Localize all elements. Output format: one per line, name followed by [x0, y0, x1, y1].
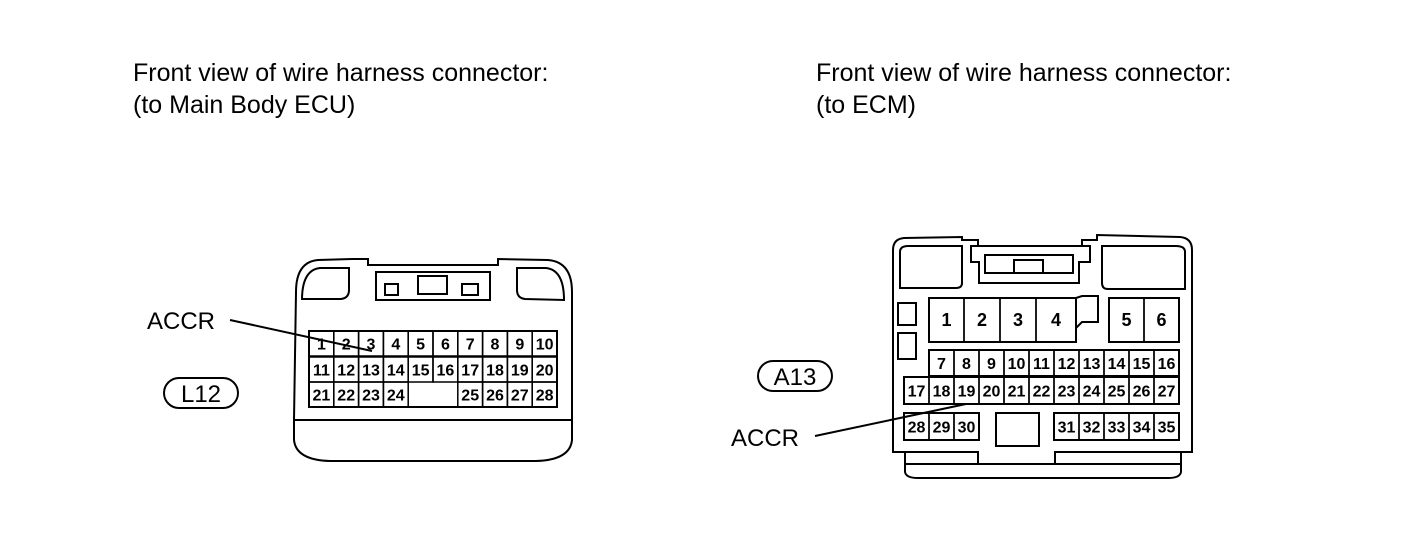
- left-pin-label: 4: [391, 337, 400, 354]
- left-pin-cell: [531, 381, 558, 408]
- right-pin-label: 8: [962, 356, 971, 373]
- left-pin-label: 27: [511, 388, 529, 405]
- left-pin-cell: [382, 381, 409, 408]
- right-pin-cell: [1153, 349, 1180, 377]
- left-title: Front view of wire harness connector: (t…: [133, 57, 548, 121]
- left-pin-label: 24: [387, 388, 405, 405]
- left-pin-label: 16: [437, 363, 455, 380]
- right-pin-cell: [1035, 297, 1077, 343]
- right-pin-label: 24: [1083, 384, 1101, 401]
- left-pin-label: 13: [362, 363, 380, 380]
- left-pin-label: 20: [536, 363, 554, 380]
- left-pin-label: 1: [317, 337, 326, 354]
- right-wire-leader: [814, 403, 967, 437]
- left-pin-label: 15: [412, 363, 430, 380]
- left-pin-label: 23: [362, 388, 380, 405]
- left-pin-label: 11: [313, 363, 330, 380]
- right-pin-label: 1: [941, 310, 951, 330]
- right-pin-label: 27: [1158, 384, 1176, 401]
- right-pin-cell: [1153, 376, 1180, 405]
- right-pin-label: 33: [1108, 420, 1126, 437]
- right-pin-label: 16: [1158, 356, 1176, 373]
- left-pin-label: 8: [491, 337, 500, 354]
- left-pin-label: 28: [536, 388, 554, 405]
- left-pin-label: 17: [461, 363, 479, 380]
- right-pin-label: 30: [958, 420, 976, 437]
- right-title-line2: (to ECM): [816, 91, 916, 119]
- right-pin-cell: [1143, 297, 1180, 343]
- left-pin-label: 22: [337, 388, 355, 405]
- right-pin-label: 10: [1008, 356, 1026, 373]
- left-pin-label: 5: [416, 337, 425, 354]
- right-pin-label: 18: [933, 384, 951, 401]
- left-pin-label: 26: [486, 388, 504, 405]
- right-pin-label: 2: [977, 310, 987, 330]
- right-pin-cell: [1153, 412, 1180, 441]
- left-pin-label: 10: [536, 337, 554, 354]
- left-code-text: L12: [181, 381, 221, 408]
- right-pin-label: 9: [987, 356, 996, 373]
- right-pin-label: 22: [1033, 384, 1051, 401]
- right-pin-label: 31: [1058, 420, 1076, 437]
- right-code-badge: [757, 360, 833, 392]
- right-title-line1: Front view of wire harness connector:: [816, 59, 1232, 87]
- right-pin-label: 34: [1133, 420, 1151, 437]
- left-pin-label: 19: [511, 363, 529, 380]
- left-pin-label: 6: [441, 337, 450, 354]
- right-title: Front view of wire harness connector: (t…: [816, 57, 1231, 121]
- left-code-badge: [163, 377, 239, 409]
- right-pin-label: 14: [1108, 356, 1126, 373]
- right-pin-label: 35: [1158, 420, 1176, 437]
- left-pin-grid: 1234567891011121314151617181920212223242…: [308, 330, 558, 408]
- left-pin-label: 3: [367, 337, 376, 354]
- left-pin-cell: [531, 330, 558, 357]
- right-pin-label: 29: [933, 420, 951, 437]
- right-pin-label: 13: [1083, 356, 1101, 373]
- right-pin-label: 28: [908, 420, 926, 437]
- left-pin-label: 7: [466, 337, 475, 354]
- left-pin-label: 12: [337, 363, 355, 380]
- right-pin-label: 17: [908, 384, 926, 401]
- right-wire-label: ACCR: [731, 425, 799, 452]
- left-pin-label: 25: [461, 388, 479, 405]
- left-wire-label: ACCR: [147, 308, 215, 335]
- right-pin-label: 25: [1108, 384, 1126, 401]
- right-pin-label: 15: [1133, 356, 1151, 373]
- right-pin-label: 12: [1058, 356, 1076, 373]
- right-pin-label: 23: [1058, 384, 1076, 401]
- left-title-line2: (to Main Body ECU): [133, 91, 356, 119]
- right-code-text: A13: [774, 364, 817, 391]
- right-pin-label: 6: [1156, 310, 1166, 330]
- left-title-line1: Front view of wire harness connector:: [133, 59, 549, 87]
- right-pin-label: 11: [1033, 356, 1050, 373]
- right-pin-label: 4: [1051, 310, 1061, 330]
- right-pin-label: 3: [1013, 310, 1023, 330]
- right-pin-label: 20: [983, 384, 1001, 401]
- left-pin-label: 18: [486, 363, 504, 380]
- right-pin-label: 26: [1133, 384, 1151, 401]
- left-pin-label: 21: [313, 388, 331, 405]
- right-pin-label: 19: [958, 384, 976, 401]
- right-pin-label: 21: [1008, 384, 1026, 401]
- left-pin-label: 14: [387, 363, 405, 380]
- right-pin-label: 7: [937, 356, 946, 373]
- right-pin-label: 32: [1083, 420, 1101, 437]
- right-pin-cell: [953, 412, 980, 441]
- left-wire-leader: [229, 319, 373, 352]
- right-pin-label: 5: [1121, 310, 1131, 330]
- left-pin-label: 9: [515, 337, 524, 354]
